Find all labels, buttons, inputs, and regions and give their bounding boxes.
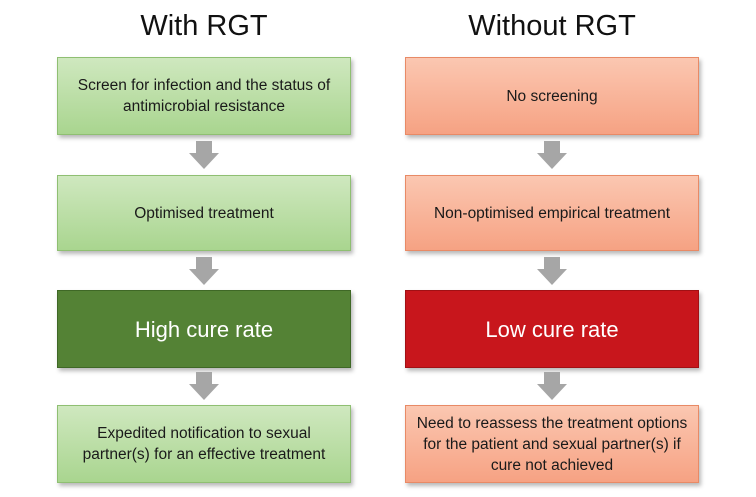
without-rgt-step-outcome-text: Low cure rate — [485, 316, 619, 342]
with-rgt-step-treatment-text: Optimised treatment — [134, 204, 274, 222]
with-rgt-step-treatment: Optimised treatment — [57, 175, 351, 251]
arrow-down-icon — [537, 257, 567, 285]
without-rgt-step-screening-text: No screening — [506, 87, 598, 105]
without-rgt-step-reassess: Need to reassess the treatment options f… — [405, 405, 699, 483]
without-rgt-step-outcome: Low cure rate — [405, 290, 699, 368]
without-rgt-title: Without RGT — [468, 10, 636, 42]
with-rgt-step-screening: Screen for infection and the status of a… — [57, 57, 351, 135]
without-rgt-step-screening: No screening — [405, 57, 699, 135]
without-rgt-step-treatment: Non-optimised empirical treatment — [405, 175, 699, 251]
with-rgt-step-screening-text: Screen for infection and the status of a… — [77, 77, 331, 115]
arrow-down-icon — [189, 257, 219, 285]
arrow-down-icon — [537, 141, 567, 169]
without-rgt-step-reassess-text: Need to reassess the treatment options f… — [416, 414, 688, 474]
with-rgt-step-outcome-text: High cure rate — [134, 316, 274, 342]
without-rgt-step-treatment-text: Non-optimised empirical treatment — [433, 204, 671, 222]
arrow-down-icon — [189, 372, 219, 400]
with-rgt-step-outcome: High cure rate — [57, 290, 351, 368]
with-rgt-step-notification-text: Expedited notification to sexual partner… — [82, 425, 326, 463]
with-rgt-title: With RGT — [140, 10, 268, 42]
with-rgt-step-notification: Expedited notification to sexual partner… — [57, 405, 351, 483]
arrow-down-icon — [189, 141, 219, 169]
arrow-down-icon — [537, 372, 567, 400]
